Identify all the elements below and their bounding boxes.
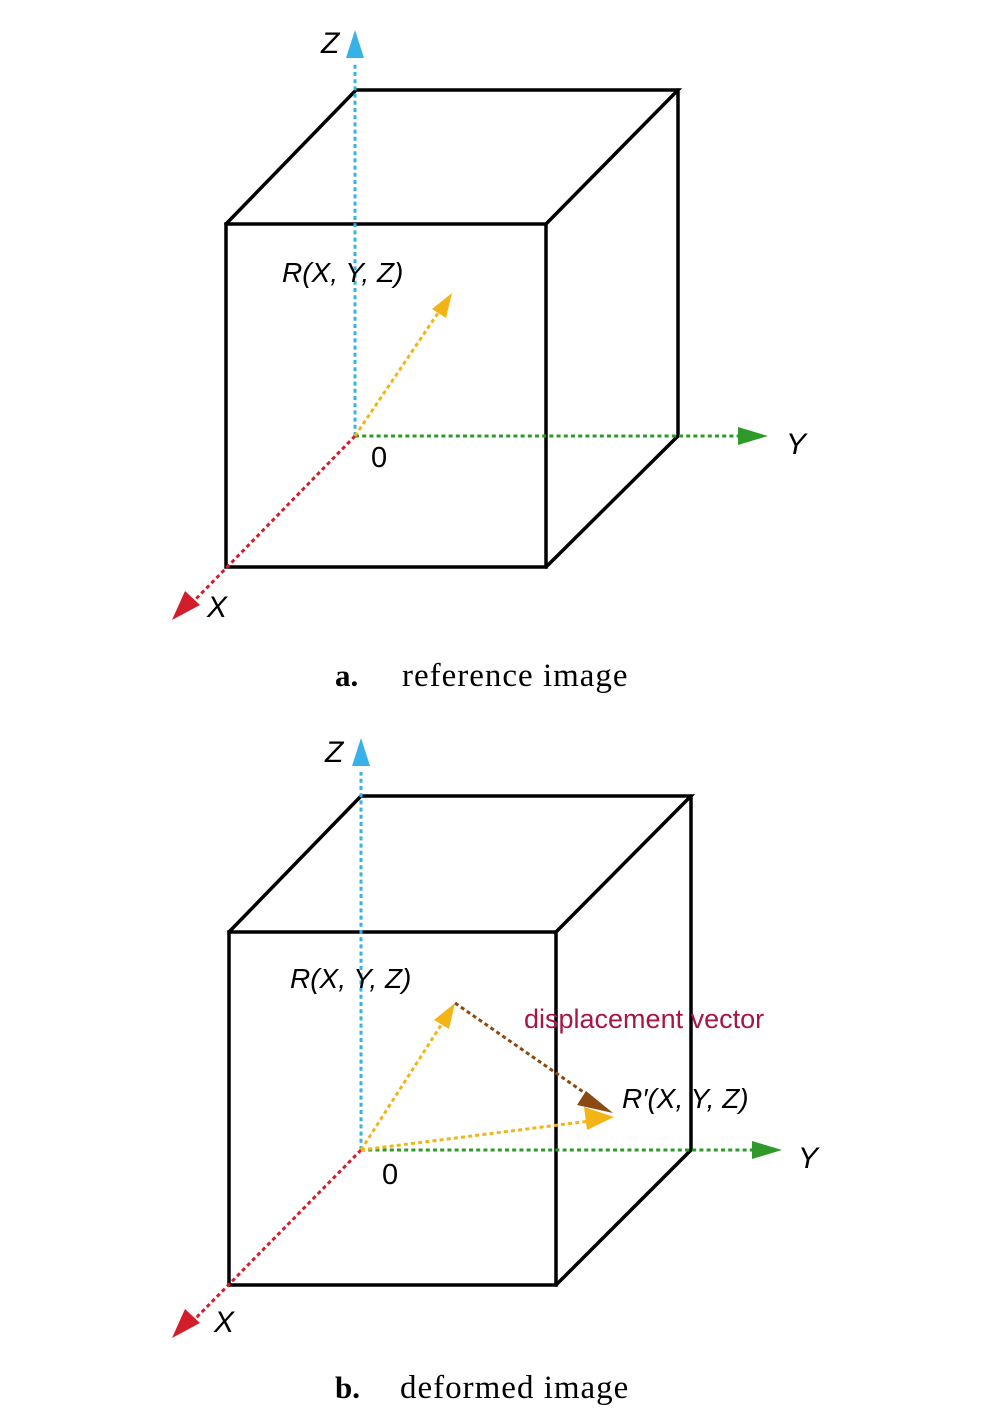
panel-a-position-vector	[353, 293, 452, 437]
panel-b-x-axis-line	[192, 1148, 363, 1322]
panel-b-position-vector-line	[359, 1021, 445, 1151]
panel-b-displacement-vector-line	[454, 1001, 593, 1100]
panel-b-displacement-label: displacement vector	[524, 1004, 764, 1034]
panel-b-position-vector-arrowhead	[434, 1003, 455, 1029]
panel-a-z-axis	[346, 30, 364, 436]
panel-b-caption-text: deformed image	[400, 1370, 629, 1406]
panel-a-point-label: R(X, Y, Z)	[282, 257, 403, 288]
panel-a-z-label: Z	[320, 27, 341, 60]
panel-b-origin-label: 0	[382, 1159, 398, 1191]
panel-a-position-vector-line	[353, 309, 442, 437]
panel-b-displacement-vector	[454, 1001, 613, 1113]
panel-b-z-axis	[352, 738, 370, 1150]
panel-a-caption-text: reference image	[402, 658, 629, 694]
panel-a-x-label: X	[206, 591, 228, 624]
panel-b-x-axis-arrowhead	[172, 1309, 200, 1338]
panel-b-deformed-point-label: R′(X, Y, Z)	[622, 1083, 749, 1114]
panel-a-cube-right-face	[544, 88, 680, 569]
panel-b-cube-top-face	[227, 794, 696, 934]
panel-b-x-label: X	[213, 1306, 235, 1339]
panel-b-cube-right-face	[554, 794, 693, 1287]
panel-b-cube	[227, 794, 696, 1287]
panel-a-z-axis-arrowhead	[346, 30, 364, 58]
panel-b-deformed-vector-arrowhead	[584, 1107, 614, 1130]
panel-b-y-axis	[361, 1141, 782, 1159]
panel-b-deformed-vector-line	[360, 1119, 591, 1152]
panel-a-x-axis	[172, 434, 357, 620]
panel-a-y-axis-arrowhead	[738, 427, 768, 445]
panel-a-caption-letter: a.	[335, 658, 358, 693]
panel-a-cube	[224, 88, 683, 569]
panel-b-z-axis-arrowhead	[352, 738, 370, 766]
panel-a-position-vector-arrowhead	[432, 293, 452, 318]
panel-b-deformed-position-vector	[360, 1107, 614, 1152]
panel-b-y-label: Y	[798, 1142, 820, 1175]
panel-b-displacement-vector-arrowhead	[577, 1091, 613, 1113]
panel-a-y-label: Y	[786, 428, 808, 461]
panel-b-point-label: R(X, Y, Z)	[290, 963, 411, 994]
panel-b-z-label: Z	[324, 736, 345, 769]
panel-a-y-axis	[355, 427, 768, 445]
panel-b-position-vector	[359, 1003, 455, 1151]
panel-b-deformed: Z Y X 0 R(X, Y, Z) displacement vector R…	[172, 736, 820, 1406]
panel-a-x-axis-arrowhead	[172, 591, 200, 620]
panel-a-origin-label: 0	[371, 442, 387, 474]
panel-b-x-axis	[172, 1148, 363, 1338]
panel-a-reference: Z Y X 0 R(X, Y, Z) a. reference image	[172, 27, 808, 694]
panel-b-caption-letter: b.	[335, 1370, 360, 1405]
panel-a-x-axis-line	[191, 434, 357, 604]
panel-a-cube-top-face	[224, 88, 683, 226]
panel-b-y-axis-arrowhead	[752, 1141, 782, 1159]
